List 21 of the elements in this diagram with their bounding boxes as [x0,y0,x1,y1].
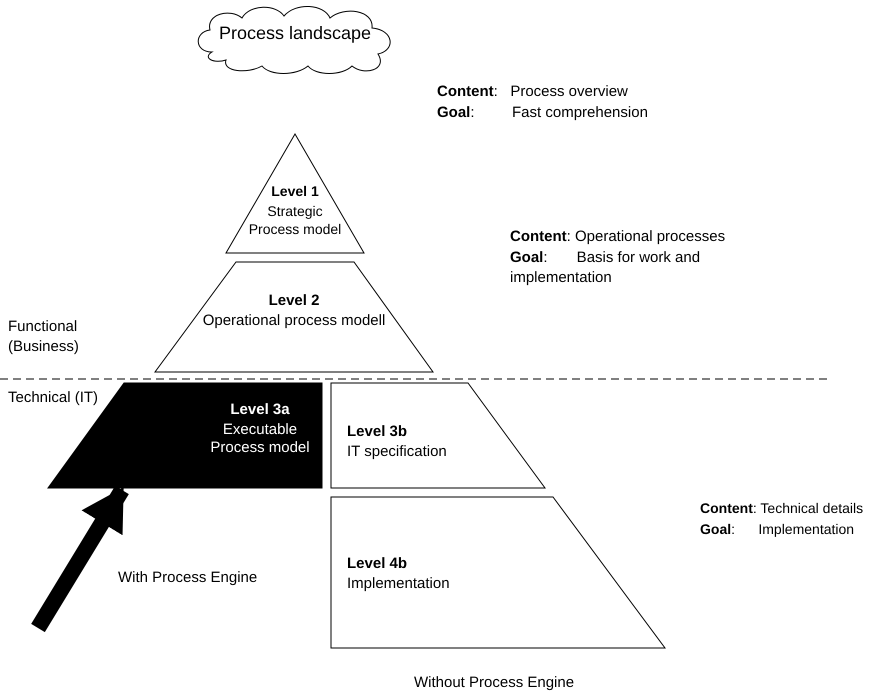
level-description: Operational process modell [202,312,386,330]
caption: Without Process Engine [414,673,576,693]
level-title: Level 3b [347,423,408,441]
level-title: Level 1 [270,182,320,200]
level-title: Level 3a [229,401,291,419]
caption: With Process Engine [118,568,258,588]
level-description: IT specification [347,443,447,461]
section-label: Functional (Business) [8,317,80,357]
goal-note: Goal: Basis for work and implementation [510,248,702,288]
content-note: Content: Process overview [437,82,629,102]
content-note: Content: Operational processes [510,227,726,247]
level-description: Strategic Process model [248,202,342,238]
goal-note: Goal: Fast comprehension [437,103,649,123]
cloud-label: Process landscape [218,24,372,42]
level-title: Level 2 [268,292,320,310]
level-description: Executable Process model [209,421,311,457]
content-note: Content: Technical details [700,499,864,518]
level-description: Implementation [347,575,450,593]
level-title: Level 4b [347,555,408,573]
section-label: Technical (IT) [8,388,100,408]
goal-note: Goal: Implementation [700,520,856,539]
